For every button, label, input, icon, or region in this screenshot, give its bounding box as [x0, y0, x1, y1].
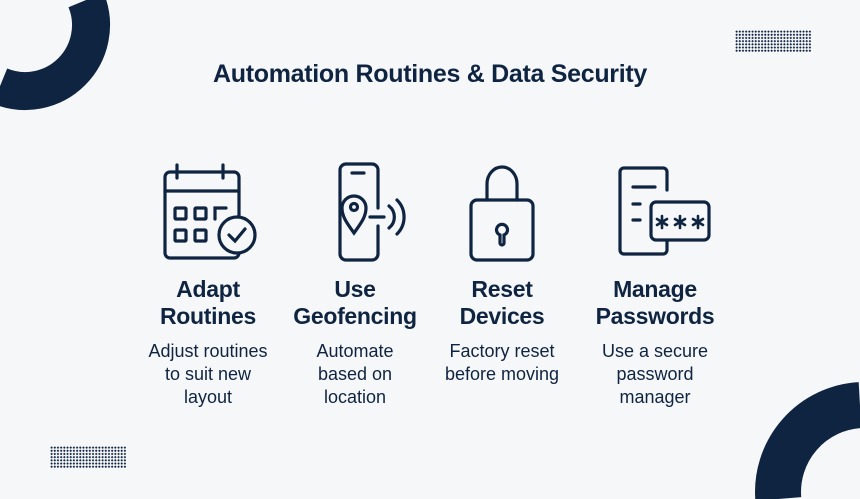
phone-geofence-icon — [338, 162, 406, 262]
password-document-icon — [618, 166, 711, 256]
dot-grid-decoration — [735, 30, 811, 52]
dot-grid-decoration — [50, 446, 126, 468]
calendar-check-icon — [163, 163, 257, 260]
page-title: Automation Routines & Data Security — [213, 60, 647, 88]
padlock-icon — [469, 165, 535, 262]
corner-arc-decoration — [0, 0, 111, 111]
corner-arc-decoration — [755, 382, 860, 499]
